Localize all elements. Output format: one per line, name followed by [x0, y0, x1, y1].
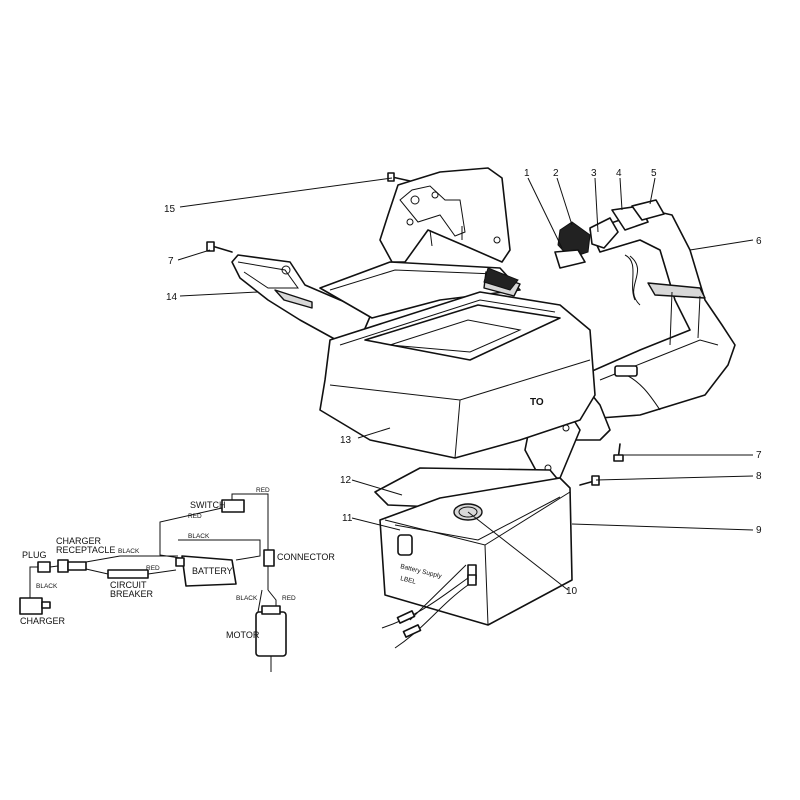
- wire-red-breaker: RED: [146, 565, 160, 572]
- callout-15: 15: [164, 204, 176, 215]
- connector-component: [263, 549, 275, 567]
- callout-8: 8: [756, 471, 762, 482]
- wire-black-motor: BLACK: [236, 595, 258, 602]
- plug-label: PLUG: [22, 550, 47, 560]
- rear-bracket-part: [379, 167, 511, 263]
- callout-12: 12: [340, 475, 352, 486]
- battery-label: BATTERY: [192, 566, 233, 576]
- callout-14: 14: [166, 292, 178, 303]
- switch-component: [221, 499, 245, 513]
- wiring-schematic: SWITCH RED RED CONNECTOR BATTERY BLACK C…: [19, 487, 335, 672]
- callout-1: 1: [524, 168, 530, 179]
- receptacle-label-2: RECEPTACLE: [56, 545, 115, 555]
- callout-9: 9: [756, 525, 762, 536]
- callout-13: 13: [340, 435, 352, 446]
- switch-label: SWITCH: [190, 500, 226, 510]
- charger-label: CHARGER: [20, 616, 66, 626]
- callout-2: 2: [553, 168, 559, 179]
- wire-black-plug: BLACK: [36, 583, 58, 590]
- wire-red-switch: RED: [256, 487, 270, 494]
- breaker-label-1: CIRCUIT: [110, 580, 147, 590]
- callout-4: 4: [616, 168, 622, 179]
- battery-case-part: Battery Supply LBEL: [379, 477, 573, 626]
- receptacle-label-1: CHARGER: [56, 536, 102, 546]
- charger-component: [19, 597, 43, 615]
- charger-receptacle-component: [57, 559, 69, 573]
- connector-label: CONNECTOR: [277, 552, 335, 562]
- case-label-2: LBEL: [400, 575, 417, 586]
- circuit-breaker-component: [107, 569, 149, 579]
- screw-8: [579, 475, 600, 486]
- rear-tray: [319, 261, 521, 319]
- wire-red-top: RED: [188, 513, 202, 520]
- wire-black-mid: BLACK: [188, 533, 210, 540]
- body-lettering: TO: [530, 397, 544, 408]
- plug-component: [37, 561, 51, 573]
- callout-7-left: 7: [168, 256, 174, 267]
- battery-component: [181, 555, 237, 587]
- callout-7-right: 7: [756, 450, 762, 461]
- body-shell-part: TO: [319, 267, 596, 459]
- callout-3: 3: [591, 168, 597, 179]
- leader-lines: [177, 177, 754, 621]
- screw-15: [387, 172, 411, 182]
- screw-7-left: [206, 241, 233, 253]
- screw-7-right: [613, 443, 624, 462]
- breaker-label-2: BREAKER: [110, 589, 154, 599]
- switch-assembly: [554, 199, 665, 269]
- left-armrest-part: [231, 254, 373, 343]
- callout-5: 5: [651, 168, 657, 179]
- wire-black-left: BLACK: [118, 548, 140, 555]
- battery-leads: [381, 577, 469, 649]
- callout-6: 6: [756, 236, 762, 247]
- callout-10: 10: [566, 586, 578, 597]
- callout-11: 11: [342, 513, 353, 524]
- callout-numbers: 1 2 3 4 5 6 7 7 8 9 10 11 12 13 14 15: [164, 168, 762, 597]
- wire-red-motor: RED: [282, 595, 296, 602]
- motor-component: [255, 611, 287, 657]
- motor-label: MOTOR: [226, 630, 260, 640]
